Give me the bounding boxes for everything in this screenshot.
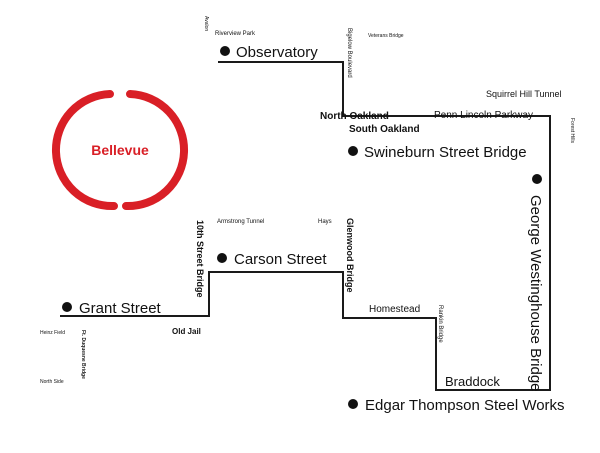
stop-marker-carson[interactable] bbox=[217, 253, 227, 263]
bellevue-hub: Bellevue bbox=[51, 90, 189, 211]
label-penn-lincoln: Penn Lincoln Parkway bbox=[434, 110, 533, 121]
label-north-side: North Side bbox=[40, 379, 64, 385]
stop-marker-george-westinghouse[interactable] bbox=[532, 174, 542, 184]
label-squirrel-hill-tunnel: Squirrel Hill Tunnel bbox=[486, 89, 562, 99]
stop-label-george-westinghouse[interactable]: George Westinghouse Bridge bbox=[527, 195, 544, 392]
stop-label-swineburn[interactable]: Swineburn Street Bridge bbox=[364, 144, 527, 161]
stop-label-edgar[interactable]: Edgar Thompson Steel Works bbox=[365, 397, 565, 414]
hub-arc-right bbox=[122, 90, 189, 211]
label-armstrong-tunnel: Armstrong Tunnel bbox=[217, 219, 264, 225]
route-line bbox=[60, 61, 551, 391]
stop-marker-edgar[interactable] bbox=[348, 399, 358, 409]
label-veterans-bridge: Veterans Bridge bbox=[368, 33, 404, 39]
label-south-oakland: South Oakland bbox=[349, 124, 420, 135]
label-avalon: Avalon bbox=[203, 16, 209, 31]
stop-label-carson[interactable]: Carson Street bbox=[234, 251, 327, 268]
stop-markers bbox=[62, 46, 542, 409]
label-heinz-field: Heinz Field bbox=[40, 330, 65, 336]
label-bigelow: Bigelow Boulevard bbox=[346, 28, 352, 78]
label-ft-duquesne: Ft. Duquesne Bridge bbox=[80, 330, 86, 379]
label-homestead: Homestead bbox=[369, 304, 420, 315]
label-north-oakland: North Oakland bbox=[320, 111, 389, 122]
label-old-jail: Old Jail bbox=[172, 327, 201, 336]
stop-marker-swineburn[interactable] bbox=[348, 146, 358, 156]
stop-marker-grant[interactable] bbox=[62, 302, 72, 312]
label-tenth-street-bridge: 10th Street Bridge bbox=[195, 220, 205, 298]
hub-label: Bellevue bbox=[91, 142, 149, 158]
stop-label-grant[interactable]: Grant Street bbox=[79, 300, 162, 317]
stop-label-braddock[interactable]: Braddock bbox=[445, 374, 500, 389]
label-hays: Hays bbox=[318, 219, 332, 225]
label-riverview-park: Riverview Park bbox=[215, 31, 256, 37]
stop-label-observatory[interactable]: Observatory bbox=[236, 44, 318, 61]
label-forest-hills: Forest Hills bbox=[569, 118, 575, 144]
hub-arc-left bbox=[51, 90, 118, 211]
stop-marker-observatory[interactable] bbox=[220, 46, 230, 56]
label-glenwood-bridge: Glenwood Bridge bbox=[345, 218, 355, 293]
label-rankin-bridge: Rankin Bridge bbox=[437, 305, 443, 343]
